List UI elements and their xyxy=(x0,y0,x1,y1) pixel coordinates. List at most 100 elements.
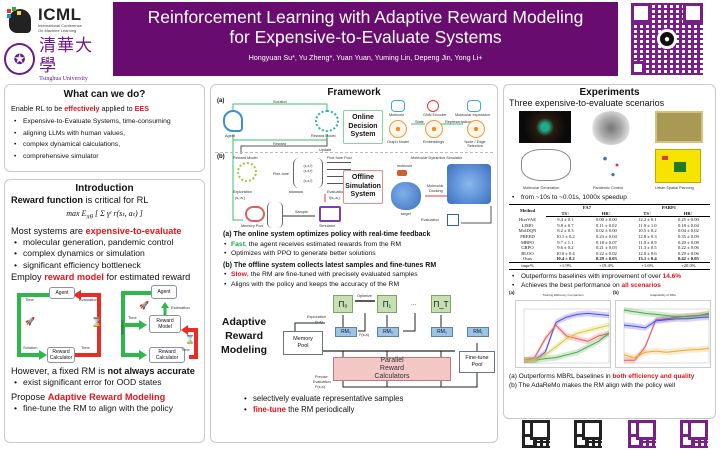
lead-emphasis-ees: EES xyxy=(134,104,150,113)
agent-label: Agent xyxy=(225,134,235,138)
policy-piT: Π_T xyxy=(431,295,451,313)
series-band-ours xyxy=(524,309,609,363)
f-label: F(s,a) xyxy=(359,333,369,337)
fine-tune-emphasis: fine-tune xyxy=(253,405,286,414)
tsinghua-seal-icon: ✪ xyxy=(4,43,36,75)
value-cell: 11.3 ± 0.5 xyxy=(638,245,657,251)
reward-model-rm0: RM₀ xyxy=(335,327,357,337)
speedup-bullet: from ~10s to ~0.01s, 1000x speedup xyxy=(509,193,710,202)
formula-sub: πθ xyxy=(86,213,94,221)
qr-codes-row xyxy=(520,420,715,448)
propose-line: Propose Adaptive Reward Modeling xyxy=(11,391,198,403)
optimize-label: Optimize xyxy=(357,294,372,298)
value-cell: 0.25 ± 0.00 xyxy=(677,217,699,223)
list-item: molecular generation, pandemic control xyxy=(11,237,198,249)
result-plots: (a) (b) Training Efficiency Comparison A… xyxy=(509,289,711,372)
reward-model-rm0: RM₀ xyxy=(377,327,399,337)
tsinghua-english: Tsinghua University xyxy=(39,76,88,82)
plot-a-label: (a) xyxy=(509,289,515,295)
series-line-mbpo xyxy=(523,323,610,361)
agent-box-left: Agent xyxy=(49,287,75,300)
network-image xyxy=(591,111,631,145)
plot-a-title: Training Efficiency Comparison xyxy=(542,292,584,297)
series-line-grpo xyxy=(524,324,610,361)
icml-subtitle: International Conference xyxy=(38,23,82,28)
list-item: Expensive-to-Evaluate Systems, time-cons… xyxy=(11,116,198,128)
propose-text: Propose xyxy=(11,391,48,402)
hourglass-icon: ⌛ xyxy=(91,317,103,328)
however-text: However, a fixed RM is xyxy=(11,366,108,377)
intro-title: Introduction xyxy=(75,183,134,194)
introduction-panel: Introduction Reward function is critical… xyxy=(4,179,205,443)
decision-label: Decision xyxy=(348,122,378,130)
most-systems-text: Most systems are xyxy=(11,225,86,236)
fine-tune-label: Fine-tune xyxy=(273,172,290,176)
results-table: Method FA7 PARP1 TS↑ HR↑ TS↑ HR↑ HierVAE… xyxy=(509,203,710,270)
series-band-grpo xyxy=(524,321,609,363)
value-cell: 10.1 ± 0.2 xyxy=(556,233,575,239)
system-label: System xyxy=(350,131,376,139)
value-cell: 10.4 ± 0.2 xyxy=(545,256,585,263)
employ-rest: for estimated reward xyxy=(103,272,191,283)
github-qr-code[interactable]: ● xyxy=(621,2,715,76)
table-row: impr%+1.9%+19.4%+1.6%+20.0% xyxy=(509,262,710,270)
poster-title-line1: Reinforcement Learning with Adaptive Rew… xyxy=(147,7,584,27)
what-lead: Enable RL to be effectively applied to E… xyxy=(11,104,198,113)
gnn-encoder-icon xyxy=(427,100,439,112)
target-label: target xyxy=(401,212,411,216)
mds-label: Molecular Dynamics Simulator xyxy=(411,156,463,160)
agent-box-right: Agent xyxy=(151,285,177,300)
framework-panel: Framework (a) Solution Agent Reward Mode… xyxy=(210,84,498,443)
simulator-icon xyxy=(319,206,341,222)
what-bullets: Expensive-to-Evaluate Systems, time-cons… xyxy=(11,116,198,162)
docked-complex-image xyxy=(447,164,491,204)
reward-loop-diagrams: Agent Reward Calculator Time Evaluation … xyxy=(11,285,198,364)
time-label: Time xyxy=(25,297,34,303)
intro-bullets-2: exist significant error for OOD states xyxy=(11,377,198,389)
reward-calculator-box-left: Reward Calculator xyxy=(47,347,75,364)
value-cell: 9.4 ± 0.1 xyxy=(557,217,574,223)
column-header: TS↑ xyxy=(627,210,667,218)
reward-label: Reward xyxy=(273,142,287,146)
list-item: Achieves the best performance on all sce… xyxy=(509,281,710,290)
scenario-images: Molecular Generation Pandemic Control Ur… xyxy=(509,109,710,193)
experiments-panel: Experiments Three expensive-to-evaluate … xyxy=(503,84,716,419)
value-cell: 0.20 ± 0.08 xyxy=(677,239,699,245)
github-qr-code-small[interactable] xyxy=(628,420,656,448)
method-cell: RLOO xyxy=(521,250,534,256)
series-line-rm30 xyxy=(623,316,710,328)
rocket-icon: 🚀 xyxy=(139,301,149,311)
arm-bullets: selectively evaluate representative samp… xyxy=(215,393,493,415)
evaluation-label: Evaluation xyxy=(327,190,345,194)
value-cell: 0.22 ± 0.06 xyxy=(677,245,699,251)
list-item: Optimizes with PPO to generate better so… xyxy=(223,249,493,259)
reward-calculator-box-right: Reward Calculator xyxy=(149,347,185,364)
paper-qr-code[interactable] xyxy=(680,420,708,448)
embeddings-label: Embeddings xyxy=(423,140,445,144)
molecule-expansion-icon xyxy=(467,100,481,112)
value-cell: 0.18 ± 0.07 xyxy=(595,239,617,245)
value-cell: 0.22 ± 0.02 xyxy=(595,250,617,256)
value-cell: 9.8 ± 0.7 xyxy=(557,222,574,228)
gnn-encoder-label: GNN Encoder xyxy=(423,113,447,117)
caption-a-emphasis: both efficiency and quality xyxy=(612,372,695,380)
slow-text: , the RM are fine-tuned with precisely e… xyxy=(246,271,418,278)
fine-tune-pool-label: Fine-tune Pool xyxy=(327,156,352,160)
wechat-qr-code[interactable] xyxy=(522,420,550,448)
series-line-ours xyxy=(524,312,610,361)
scenario-caption: Urban Spatial Planning xyxy=(655,186,694,190)
f-label: F(s,a) xyxy=(315,385,325,389)
method-cell: GRPO xyxy=(521,245,534,251)
wechat-qr-code-2[interactable] xyxy=(574,420,602,448)
reward-function-line: Reward function is critical for RL xyxy=(11,194,198,206)
protein-image xyxy=(519,111,571,143)
method-cell: FREED xyxy=(520,233,535,239)
